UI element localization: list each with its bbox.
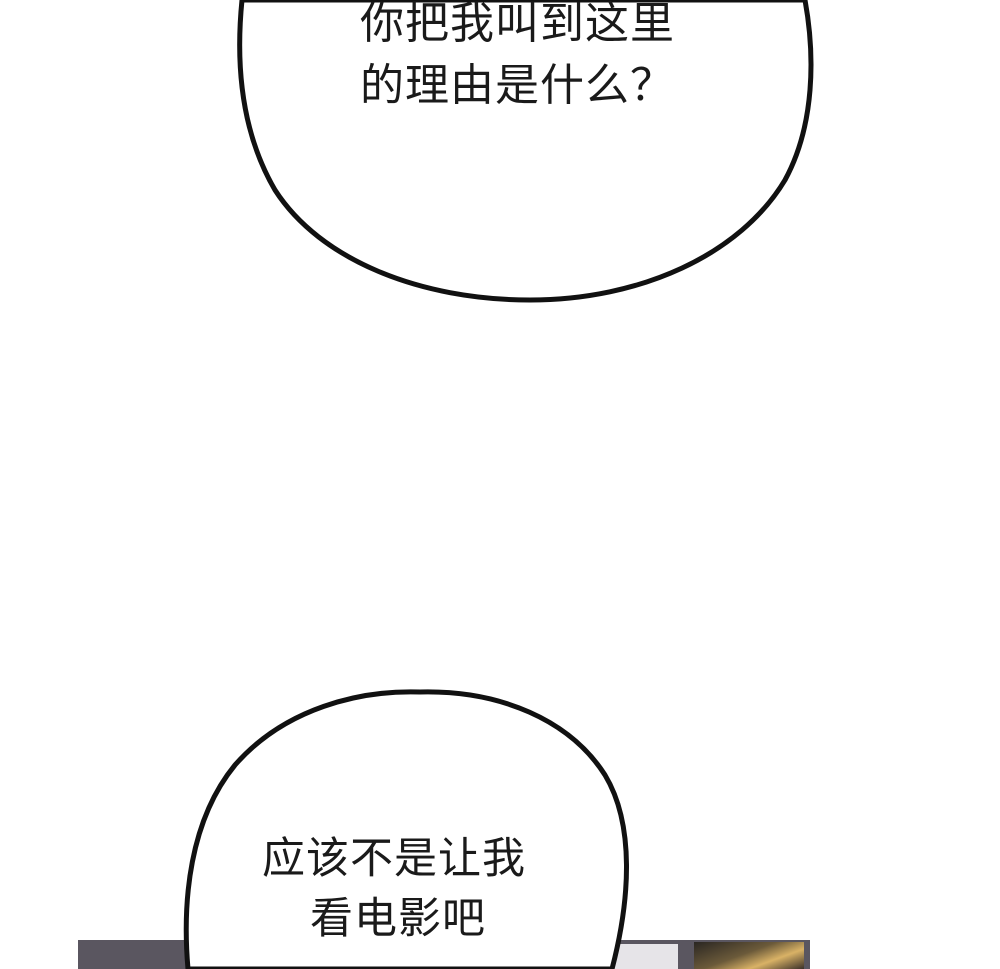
panel-artwork-fragment: [694, 942, 804, 969]
bubble-2-line-2: 看电影吧: [310, 894, 486, 944]
speech-bubble-bottom: [183, 689, 629, 969]
bubble-1-line-1: 你把我叫到这里: [360, 0, 675, 49]
bubble-2-line-1: 应该不是让我: [262, 834, 526, 884]
bubble-1-line-2: 的理由是什么？: [360, 60, 675, 111]
speech-bubble-top: [237, 0, 814, 303]
